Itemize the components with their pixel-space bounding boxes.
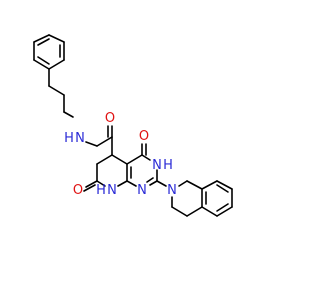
bond: [83, 184, 96, 192]
bond: [33, 59, 50, 70]
bicyclic-core: [83, 143, 167, 192]
bond: [126, 154, 143, 165]
bond: [149, 180, 158, 186]
bond: [37, 56, 50, 65]
bond: [141, 154, 151, 161]
bond: [171, 206, 188, 217]
bond: [186, 180, 203, 190]
bond: [216, 206, 233, 217]
bond: [216, 180, 233, 190]
bond: [96, 136, 113, 147]
bond: [48, 34, 65, 43]
atom-h-amide: H: [64, 131, 74, 146]
bond: [201, 180, 218, 190]
bond: [96, 180, 106, 187]
bond: [37, 38, 50, 46]
bond: [178, 180, 188, 187]
atom-h-n8: H: [96, 183, 106, 198]
atom-n1: N: [137, 183, 147, 198]
structure-canvas: N H O O N H N N H O N: [33, 34, 233, 217]
bond: [48, 59, 65, 70]
bond: [117, 180, 128, 187]
bond: [111, 154, 128, 165]
bond: [85, 180, 98, 188]
atom-o-lactam: O: [73, 183, 83, 198]
bond: [85, 141, 98, 147]
bond: [33, 34, 50, 43]
bond: [201, 206, 218, 217]
bond: [216, 203, 229, 212]
atom-o-pyrimidinone: O: [139, 129, 149, 144]
atom-n8: N: [107, 183, 117, 198]
bond: [63, 111, 74, 118]
atom-n-amide: N: [75, 131, 85, 146]
molecule-structure: N H O O N H N N H O N: [33, 34, 233, 217]
atom-o-amide: O: [105, 111, 115, 126]
bond: [126, 180, 137, 187]
bond: [156, 180, 167, 187]
amide-group: [85, 125, 113, 156]
bond: [146, 177, 154, 183]
atom-labels: N H O O N H N N H O N: [64, 111, 177, 198]
tetrahydroisoquinoline: [171, 180, 233, 217]
ethyl-linker: [48, 68, 74, 118]
bond: [186, 206, 203, 217]
atom-n-thiq: N: [167, 183, 177, 198]
phenyl-ring: [33, 34, 65, 70]
bond: [216, 184, 229, 193]
bond: [48, 85, 65, 96]
atom-n3: N: [152, 158, 162, 173]
atom-h-n3: H: [163, 158, 173, 173]
bond: [96, 154, 113, 165]
